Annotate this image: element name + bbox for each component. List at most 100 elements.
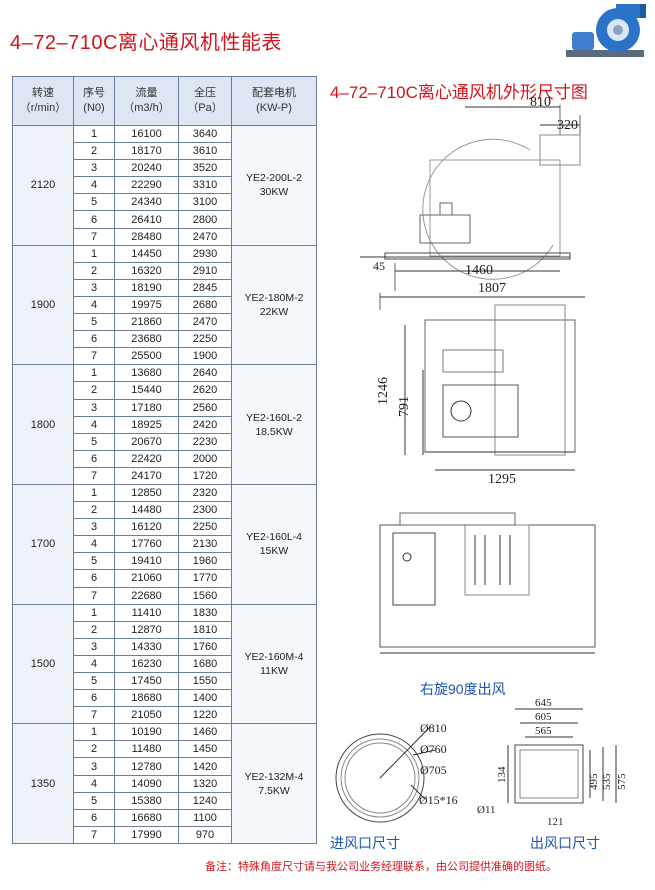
pressure-cell: 1400	[178, 689, 232, 708]
speed-cell: 1500	[12, 603, 74, 725]
flow-cell: 18170	[114, 142, 179, 161]
number-cell: 5	[73, 432, 115, 451]
number-cell: 4	[73, 535, 115, 554]
page-title: 4–72–710C离心通风机性能表	[10, 32, 282, 54]
pressure-cell: 2470	[178, 227, 232, 246]
fan-illustration-icon	[566, 4, 646, 57]
outlet-dim-605: 605	[535, 711, 552, 723]
number-cell: 6	[73, 808, 115, 827]
front-view-drawing	[379, 512, 596, 654]
flow-cell: 14480	[114, 501, 179, 520]
dim-1246: 1246	[376, 377, 391, 405]
pressure-cell: 3610	[178, 142, 232, 161]
outlet-dim-121: 121	[547, 816, 564, 828]
inlet-drawing	[335, 726, 436, 823]
flow-cell: 26410	[114, 210, 179, 229]
flow-cell: 14450	[114, 244, 179, 263]
top-view-drawing	[404, 304, 576, 471]
inlet-dim-holes: Ø15*16	[419, 793, 458, 807]
pressure-cell: 2250	[178, 330, 232, 349]
number-cell: 5	[73, 671, 115, 691]
number-cell: 6	[73, 330, 115, 349]
pressure-cell: 1680	[178, 654, 232, 674]
table-header-row: 转速（r/min） 序号(N0) 流量（m3/h） 全压（Pa） 配套电机(KW…	[12, 76, 317, 126]
pressure-cell: 2640	[178, 364, 232, 383]
number-cell: 4	[73, 774, 115, 793]
pressure-cell: 1720	[178, 466, 232, 485]
pressure-cell: 1760	[178, 637, 232, 656]
number-cell: 5	[73, 552, 115, 571]
outlet-dim-hole: Ø11	[477, 804, 496, 816]
flow-cell: 18190	[114, 278, 179, 297]
dimension-drawings: 810 320 45 1460 1807 1246 791 1295	[335, 95, 628, 828]
flow-cell: 22420	[114, 449, 179, 468]
pressure-cell: 2910	[178, 261, 232, 280]
flow-cell: 12850	[114, 483, 179, 503]
pressure-cell: 2930	[178, 244, 232, 263]
number-cell: 2	[73, 381, 115, 400]
number-cell: 2	[73, 620, 115, 639]
flow-cell: 17180	[114, 398, 179, 417]
number-cell: 2	[73, 501, 115, 520]
number-cell: 6	[73, 449, 115, 468]
motor-model: YE2-160L-2	[245, 411, 303, 424]
number-cell: 4	[73, 654, 115, 674]
rotation-caption: 右旋90度出风	[420, 681, 506, 697]
flow-cell: 15440	[114, 381, 179, 400]
dimension-drawing-title: 4–72–710C离心通风机外形尺寸图	[330, 83, 588, 102]
pressure-cell: 2250	[178, 518, 232, 537]
flow-cell: 17450	[114, 671, 179, 691]
number-cell: 5	[73, 791, 115, 810]
outlet-dim-645: 645	[535, 697, 552, 709]
inlet-dim-810: Ø810	[420, 721, 447, 735]
number-cell: 5	[73, 193, 115, 212]
flow-cell: 11410	[114, 603, 179, 622]
motor-power: 15KW	[259, 545, 289, 558]
flow-cell: 28480	[114, 227, 179, 246]
flow-cell: 16320	[114, 261, 179, 280]
motor-power: 30KW	[259, 186, 289, 199]
flow-cell: 12870	[114, 620, 179, 639]
motor-model: YE2-200L-2	[245, 172, 303, 185]
inlet-caption: 进风口尺寸	[330, 835, 400, 851]
flow-cell: 14090	[114, 774, 179, 793]
motor-model: YE2-132M-4	[244, 770, 304, 783]
pressure-cell: 1450	[178, 740, 232, 759]
motor-power: 7.5KW	[258, 784, 290, 797]
number-cell: 1	[73, 364, 115, 383]
motor-power: 11KW	[260, 664, 288, 677]
side-view-drawing	[360, 105, 585, 310]
number-cell: 3	[73, 278, 115, 297]
flow-cell: 19410	[114, 552, 179, 571]
speed-cell: 1700	[12, 483, 74, 605]
pressure-cell: 970	[178, 825, 232, 844]
pressure-cell: 2320	[178, 483, 232, 503]
motor-power: 18.5KW	[255, 425, 293, 438]
pressure-cell: 1830	[178, 603, 232, 622]
outlet-dim-535: 535	[601, 773, 613, 790]
number-cell: 3	[73, 757, 115, 776]
pressure-cell: 1960	[178, 552, 232, 571]
number-cell: 7	[73, 466, 115, 485]
outlet-dim-495: 495	[588, 773, 600, 790]
flow-cell: 20240	[114, 159, 179, 178]
pressure-cell: 2300	[178, 501, 232, 520]
pressure-cell: 2470	[178, 313, 232, 332]
dim-810: 810	[530, 95, 551, 110]
speed-cell: 2120	[12, 125, 74, 246]
